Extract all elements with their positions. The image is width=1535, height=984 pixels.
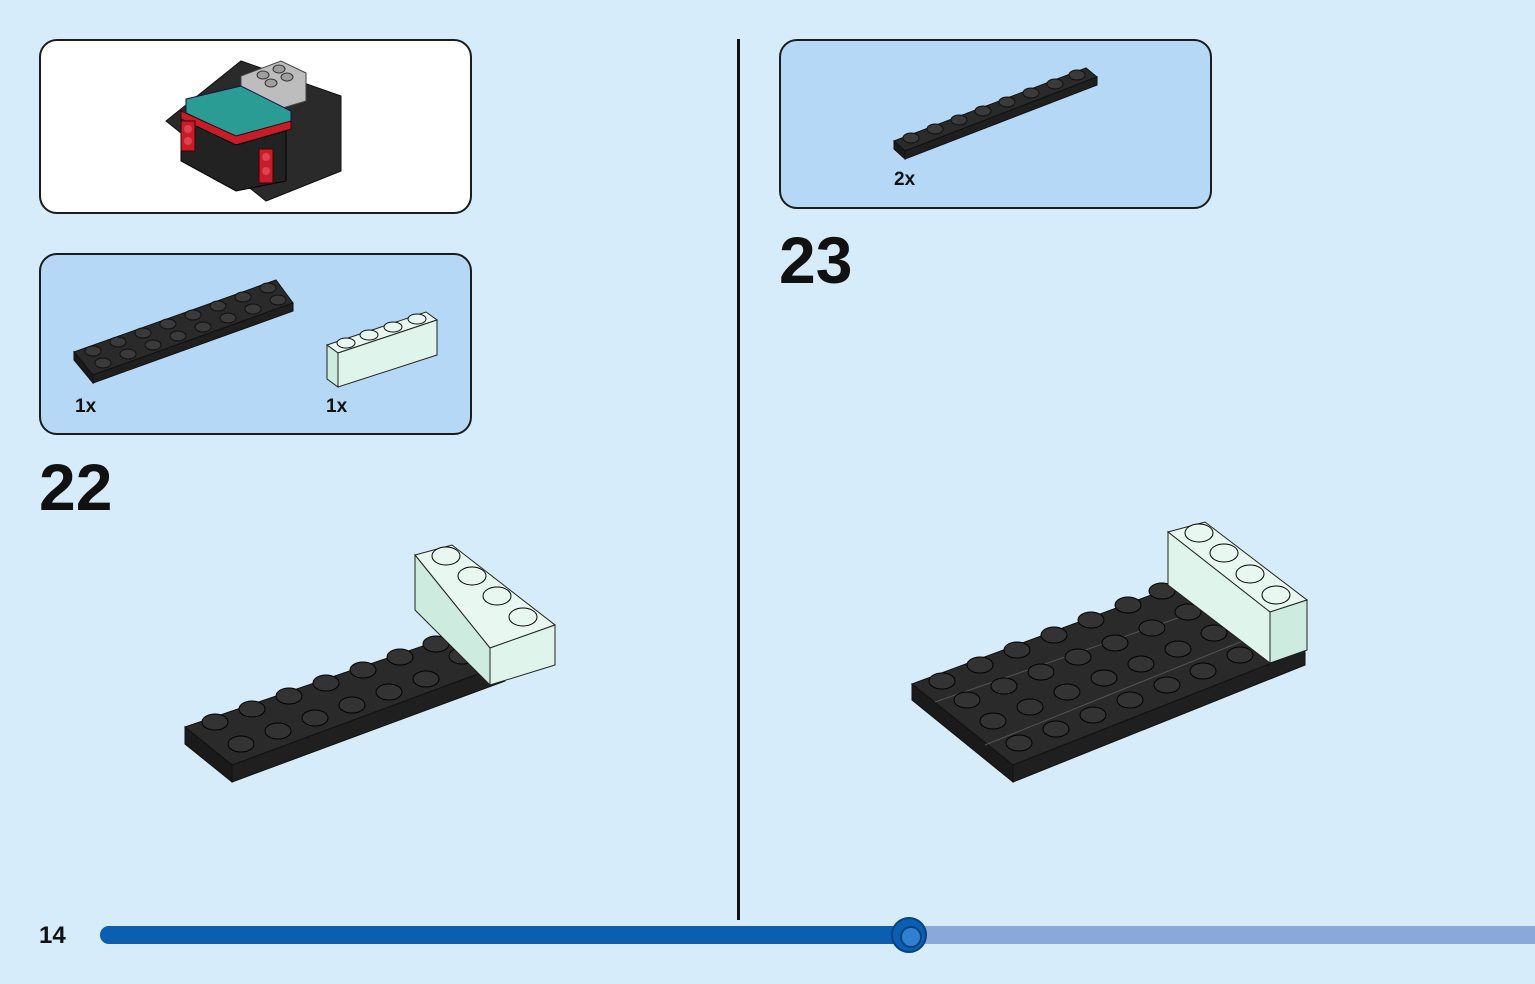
- sub-model-illustration: [165, 60, 342, 202]
- step-number: 23: [779, 223, 853, 297]
- part-quantity: 2x: [894, 169, 916, 190]
- page-number: 14: [39, 922, 66, 949]
- build-progress-fill: [100, 926, 910, 944]
- step-divider: [737, 39, 740, 920]
- sub-model-callout: [39, 39, 472, 214]
- step-22-parts-list: 1x 1x: [39, 253, 472, 435]
- part-quantity: 1x: [75, 396, 97, 417]
- black-plate-1x10-part: [893, 67, 1098, 161]
- progress-marker-icon: [891, 917, 928, 953]
- build-progress-bar: [100, 917, 1535, 953]
- light-aqua-brick-1x4-part: [325, 311, 439, 388]
- part-quantity: 1x: [326, 396, 348, 417]
- black-plate-2x8-part: [73, 279, 294, 385]
- step-number: 22: [39, 450, 113, 524]
- step-23-parts-list: 2x: [779, 39, 1212, 209]
